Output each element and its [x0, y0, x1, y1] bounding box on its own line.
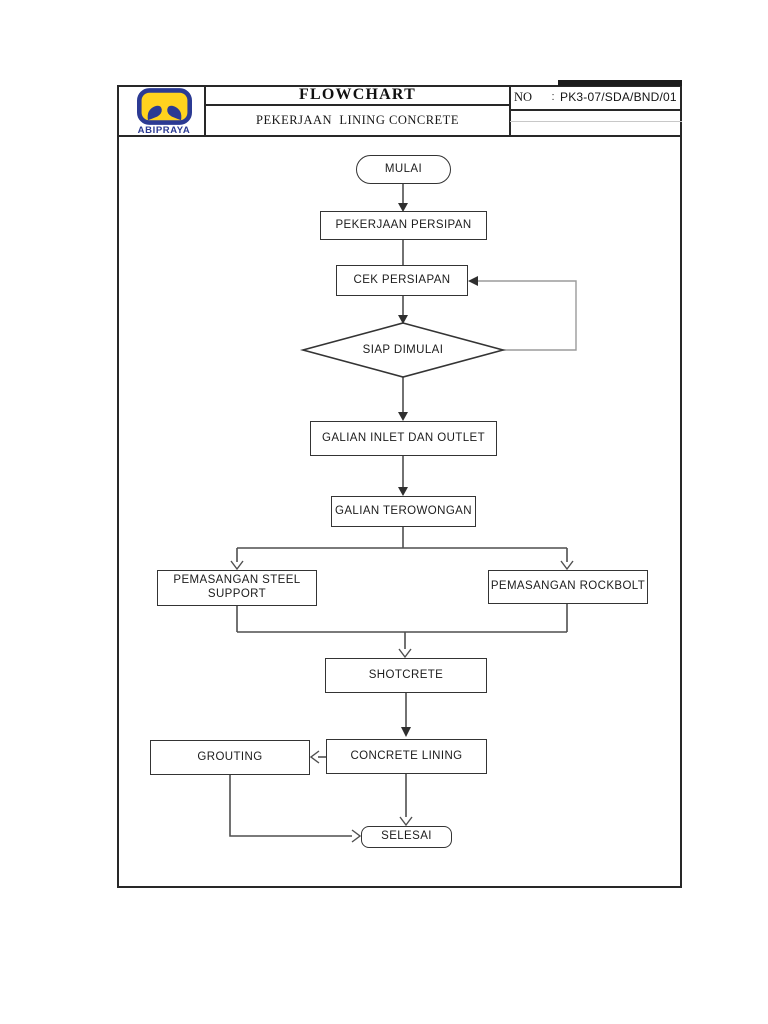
abipraya-logo-text: ABIPRAYA: [137, 125, 191, 136]
edge-split-branches: [236, 527, 568, 562]
arrowhead-open: [560, 560, 574, 571]
node-mulai: MULAI: [356, 155, 451, 184]
doc-number-value: PK3-07/SDA/BND/01: [560, 90, 677, 104]
arrowhead-open: [230, 560, 244, 571]
node-pekerjaan-persipan: PEKERJAAN PERSIPAN: [320, 211, 487, 240]
node-siap-dimulai: SIAP DIMULAI: [362, 344, 444, 356]
arrowhead-solid: [468, 276, 478, 286]
docno-row-divider-light: [510, 121, 682, 122]
scan-artifact-band: [558, 80, 682, 86]
edge-siap-cek-loop: [477, 280, 577, 351]
page-title: FLOWCHART: [299, 86, 416, 103]
node-grouting: GROUTING: [150, 740, 310, 775]
doc-number-label: NO: [514, 89, 533, 104]
header-divider-logo: [204, 85, 206, 136]
doc-number-separator: :: [551, 91, 555, 103]
node-cek-persiapan: CEK PERSIAPAN: [336, 265, 468, 296]
node-galian-inlet-dan-outlet: GALIAN INLET DAN OUTLET: [310, 421, 497, 456]
edge-grouting-selesai: [229, 775, 352, 837]
node-concrete-lining: CONCRETE LINING: [326, 739, 487, 774]
decision-diamond-shape: [299, 322, 507, 378]
arrowhead-open: [351, 829, 362, 843]
node-galian-terowongan: GALIAN TEROWONGAN: [331, 496, 476, 527]
node-shotcrete: SHOTCRETE: [325, 658, 487, 693]
node-pemasangan-rockbolt: PEMASANGAN ROCKBOLT: [488, 570, 648, 604]
node-pemasangan-steel-support: PEMASANGAN STEEL SUPPORT: [157, 570, 317, 606]
docno-row-divider: [510, 109, 682, 111]
doc-number-row: NO : PK3-07/SDA/BND/01: [510, 85, 682, 109]
node-selesai: SELESAI: [361, 826, 452, 848]
edge-merge-branches: [236, 604, 568, 649]
abipraya-logo-icon: [137, 88, 192, 125]
title-subtitle-divider: [205, 104, 510, 106]
arrowhead-solid: [398, 315, 408, 324]
arrowhead-open: [309, 750, 320, 764]
arrowhead-solid: [398, 412, 408, 421]
arrowhead-solid: [401, 727, 411, 737]
page-subtitle: PEKERJAAN LINING CONCRETE: [256, 112, 459, 127]
arrowhead-solid: [398, 487, 408, 496]
header-bottom-border: [117, 135, 682, 137]
arrowhead-solid: [398, 203, 408, 212]
arrowhead-open: [398, 648, 412, 659]
arrowhead-open: [399, 816, 413, 827]
